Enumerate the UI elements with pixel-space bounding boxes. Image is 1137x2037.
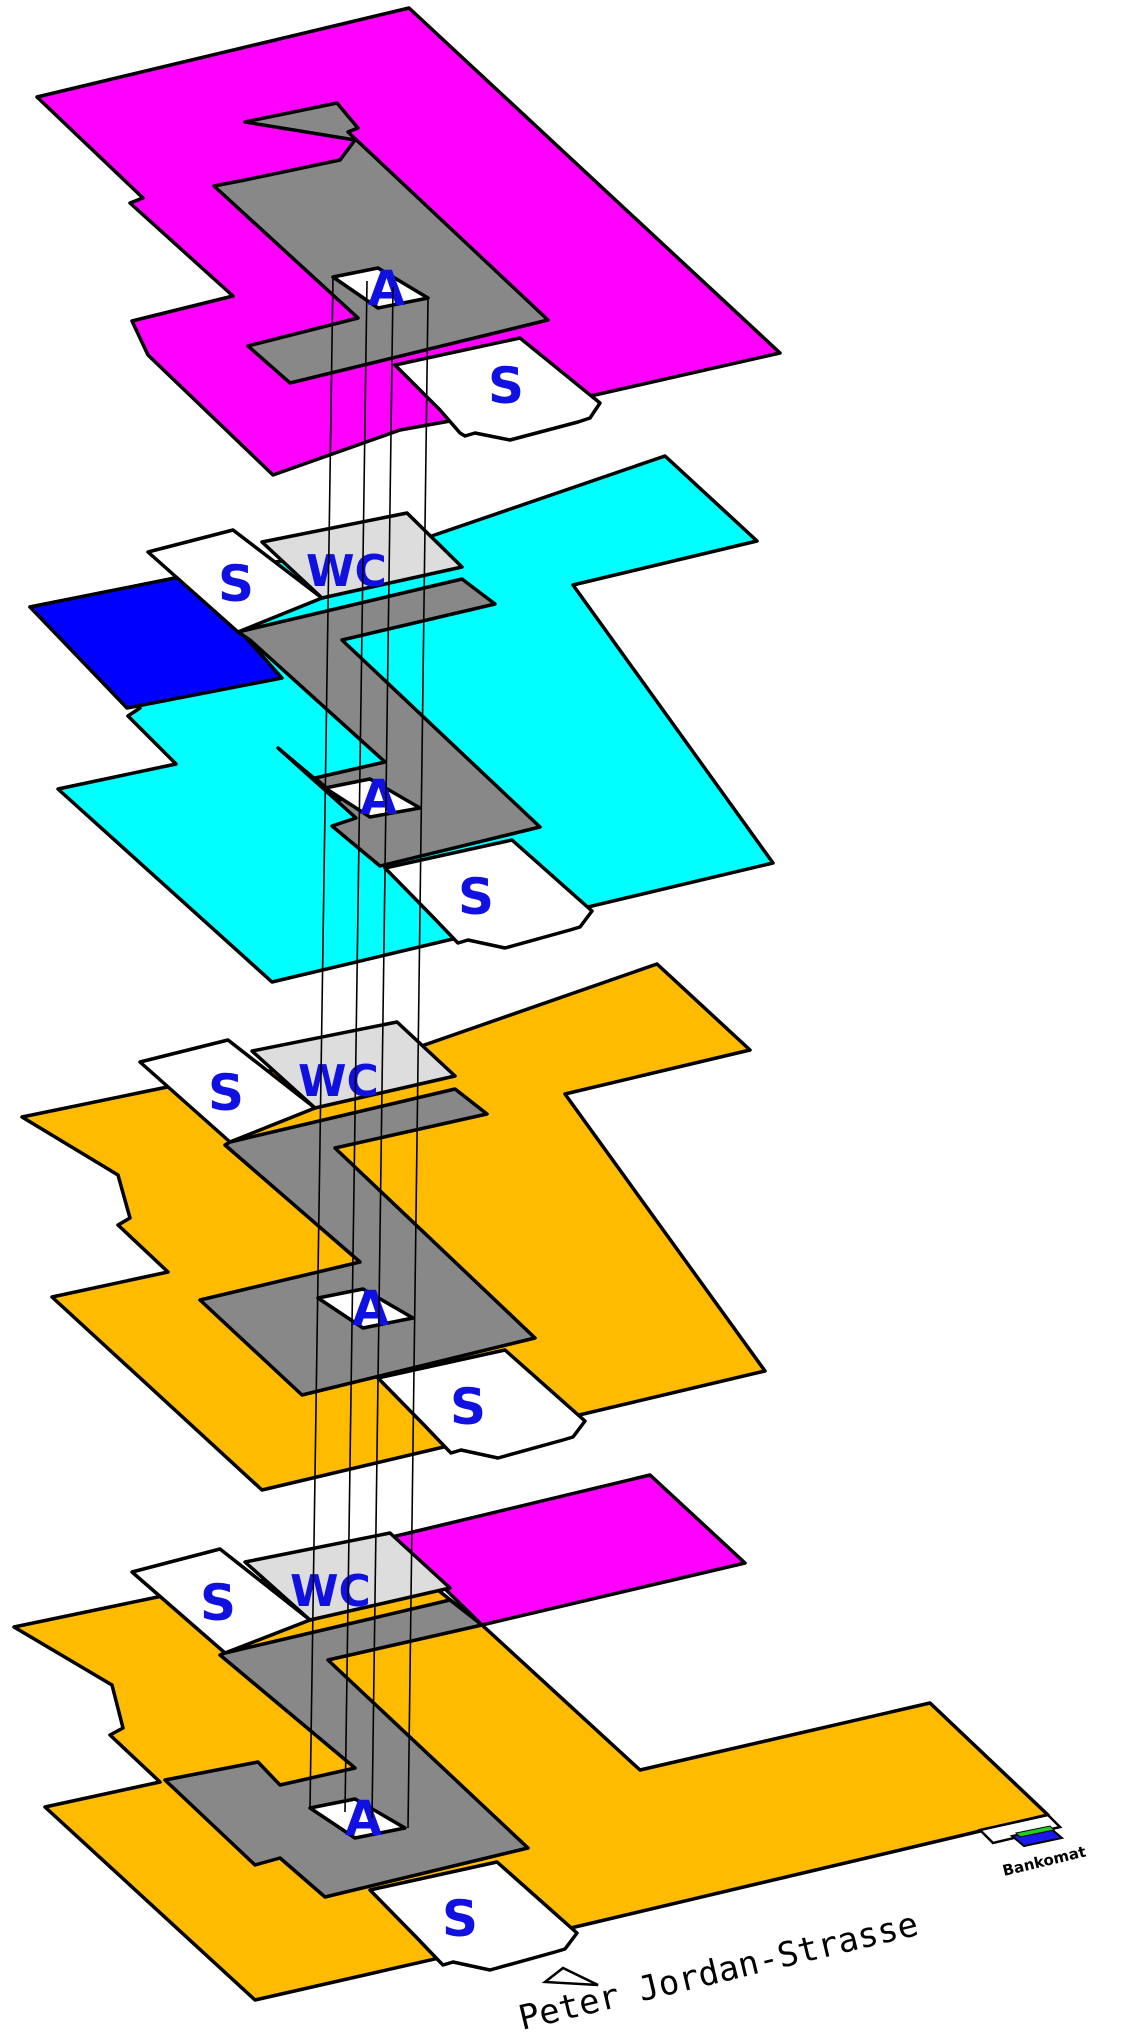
floor-1-wc-label: WC [290, 1566, 371, 1617]
floor-1-stair-bottom-label: S [442, 1890, 478, 1948]
floor-3-elevator-shaft [323, 777, 422, 819]
shaft-line [344, 280, 368, 1813]
shaft-line [309, 276, 334, 1809]
floor-1-elevator-label: A [345, 1791, 382, 1847]
floor-3-stair-top-label: S [218, 555, 254, 613]
floor-3: WC S S A [28, 454, 775, 984]
floor-3-stair-bottom-label: S [458, 868, 494, 926]
floor-2-wc-label: WC [298, 1056, 379, 1107]
floor-3-stair-top [146, 528, 324, 634]
atm-entrance [977, 1813, 1063, 1845]
floor-2-stair-bottom [376, 1348, 587, 1460]
entrance-triangle-icon [541, 1966, 599, 1987]
floor-2-stair-top-label: S [208, 1064, 244, 1122]
atm-label: Bankomat [1001, 1843, 1088, 1880]
floor-4-core [212, 101, 550, 385]
floor-2-elevator-shaft [316, 1287, 415, 1330]
floor-3-wc-label: WC [306, 546, 387, 597]
floor-1-stair-bottom [368, 1860, 579, 1972]
floor-3-wc-room [260, 511, 464, 600]
floor-3-elevator-label: A [360, 770, 397, 826]
floor-2: WC S S A [20, 962, 767, 1492]
elevator-shaft-lines [309, 276, 429, 1829]
floor-3-stair-bottom [383, 838, 594, 950]
floor-2-wc-room [250, 1020, 457, 1110]
floor-2-core [198, 1087, 537, 1397]
floor-2-stair-top [138, 1038, 317, 1144]
floor-1-elevator-shaft [308, 1797, 407, 1840]
floor-1-stair-top-label: S [200, 1574, 236, 1632]
floor-1-stair-top [130, 1547, 312, 1655]
floor-2-stair-bottom-label: S [450, 1378, 486, 1436]
shaft-line [371, 286, 394, 1819]
floor-4-stair-label: S [488, 357, 524, 415]
floor-2-elevator-label: A [352, 1281, 389, 1337]
shaft-line [407, 297, 429, 1829]
floor-1-wc-room [243, 1531, 452, 1622]
floor-1-retail-block [390, 1473, 747, 1627]
floor-3-core [236, 577, 542, 868]
floor-4-stair [393, 336, 602, 442]
floor-1: WC S S A [12, 1473, 1050, 2002]
floor-4-elevator-label: A [368, 261, 405, 317]
atm-card-icon [1009, 1825, 1065, 1848]
floor-4: S A [35, 6, 782, 477]
